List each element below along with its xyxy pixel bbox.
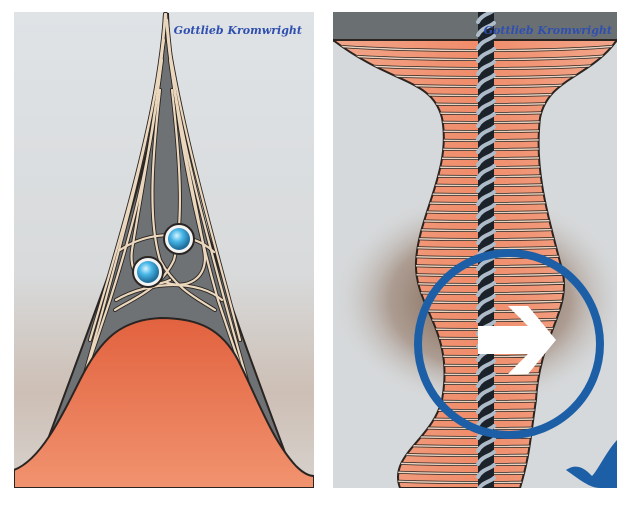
bubble-upper <box>164 224 194 254</box>
helical-rope-icon <box>478 10 494 490</box>
panel-gutter <box>314 0 333 518</box>
right-panel: Gottlieb Kromwright <box>330 10 618 492</box>
left-panel: Gottlieb Kromwright <box>14 12 314 488</box>
bubble-lower <box>133 257 163 287</box>
left-signature: Gottlieb Kromwright <box>174 24 302 37</box>
right-signature: Gottlieb Kromwright <box>484 24 612 37</box>
